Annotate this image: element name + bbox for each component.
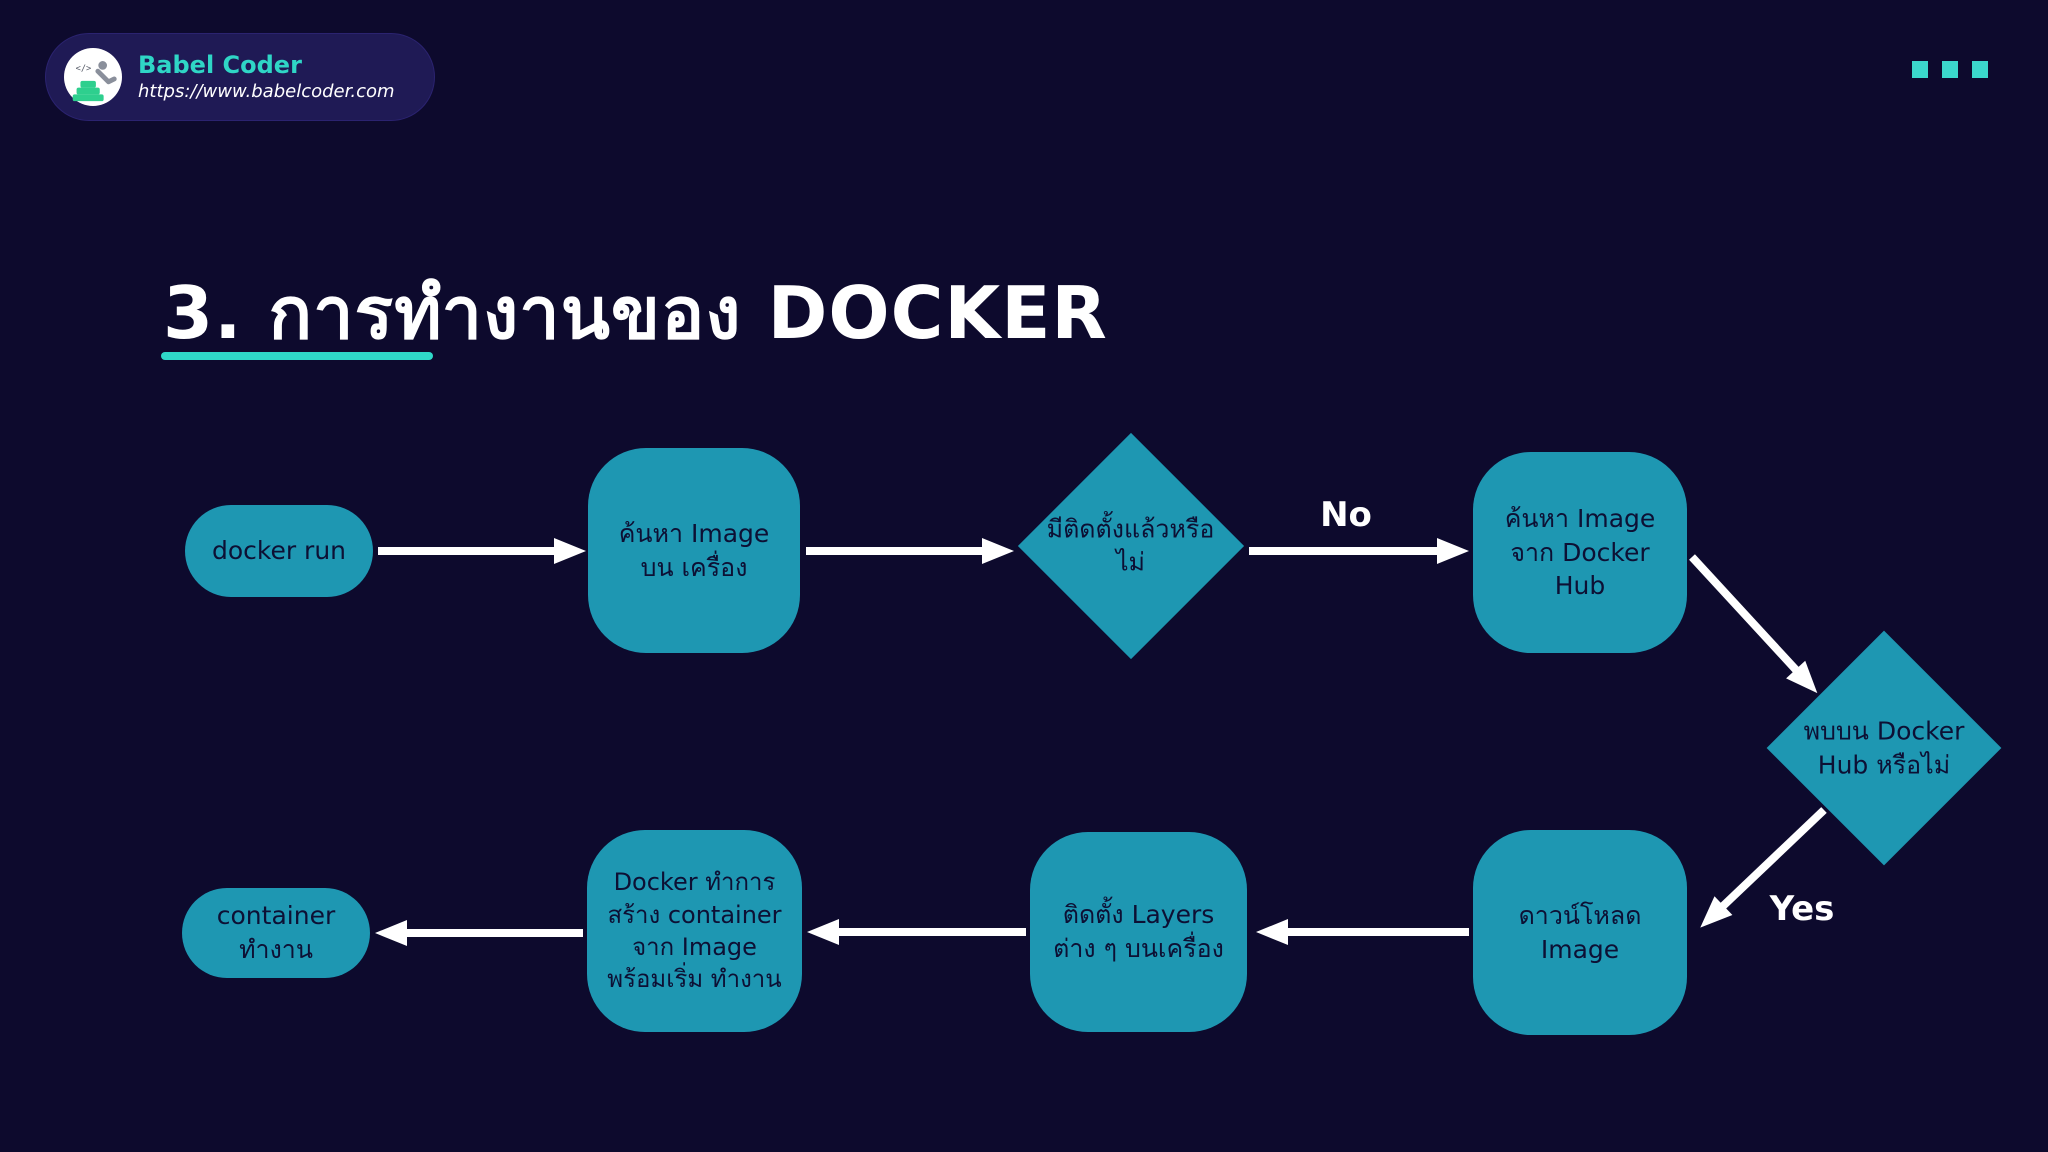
- node-search-image-hub: ค้นหา Image จาก Docker Hub: [1473, 452, 1687, 653]
- node-search-image-local: ค้นหา Image บน เครื่อง: [588, 448, 800, 653]
- brand-badge: </> Babel Coder https://www.babelcoder.c…: [45, 33, 435, 121]
- node-label: ค้นหา Image บน เครื่อง: [618, 518, 770, 582]
- edge-label-no: No: [1320, 495, 1372, 535]
- node-label: ติดตั้ง Layers ต่าง ๆ บนเครื่อง: [1053, 900, 1224, 963]
- node-label: Docker ทำการสร้าง container จาก Image พร…: [607, 868, 782, 994]
- node-label: ค้นหา Image จาก Docker Hub: [1504, 503, 1656, 601]
- square-icon: [1912, 61, 1928, 78]
- node-label: container ทำงาน: [216, 901, 336, 964]
- node-label: ดาวน์โหลด Image: [1518, 900, 1642, 964]
- node-container-running: container ทำงาน: [182, 888, 370, 978]
- node-install-layers: ติดตั้ง Layers ต่าง ๆ บนเครื่อง: [1030, 832, 1247, 1032]
- node-create-container: Docker ทำการสร้าง container จาก Image พร…: [587, 830, 802, 1032]
- square-icon: [1942, 61, 1958, 78]
- decision-installed-or-not: มีติดตั้งแล้วหรือ ไม่: [1017, 432, 1244, 659]
- brand-name: Babel Coder: [138, 50, 302, 79]
- node-download-image: ดาวน์โหลด Image: [1473, 830, 1687, 1035]
- svg-text:</>: </>: [76, 64, 92, 74]
- title-underline: [161, 352, 433, 360]
- decision-found-on-hub: พบบน Docker Hub หรือไม่: [1765, 630, 2003, 866]
- node-label: มีติดตั้งแล้วหรือ ไม่: [1046, 513, 1215, 577]
- babelcoder-logo-icon: </>: [64, 48, 122, 106]
- brand-url: https://www.babelcoder.com: [138, 80, 395, 102]
- node-docker-run: docker run: [185, 505, 373, 597]
- square-icon: [1972, 61, 1988, 78]
- edge-label-yes: Yes: [1769, 889, 1835, 929]
- node-label: docker run: [211, 536, 347, 566]
- node-label: พบบน Docker Hub หรือไม่: [1803, 716, 1965, 779]
- brand-text: Babel Coder https://www.babelcoder.com: [138, 51, 395, 103]
- corner-squares-decoration: [1912, 61, 1988, 78]
- slide-title: 3. การทำงานของ DOCKER: [163, 271, 1108, 355]
